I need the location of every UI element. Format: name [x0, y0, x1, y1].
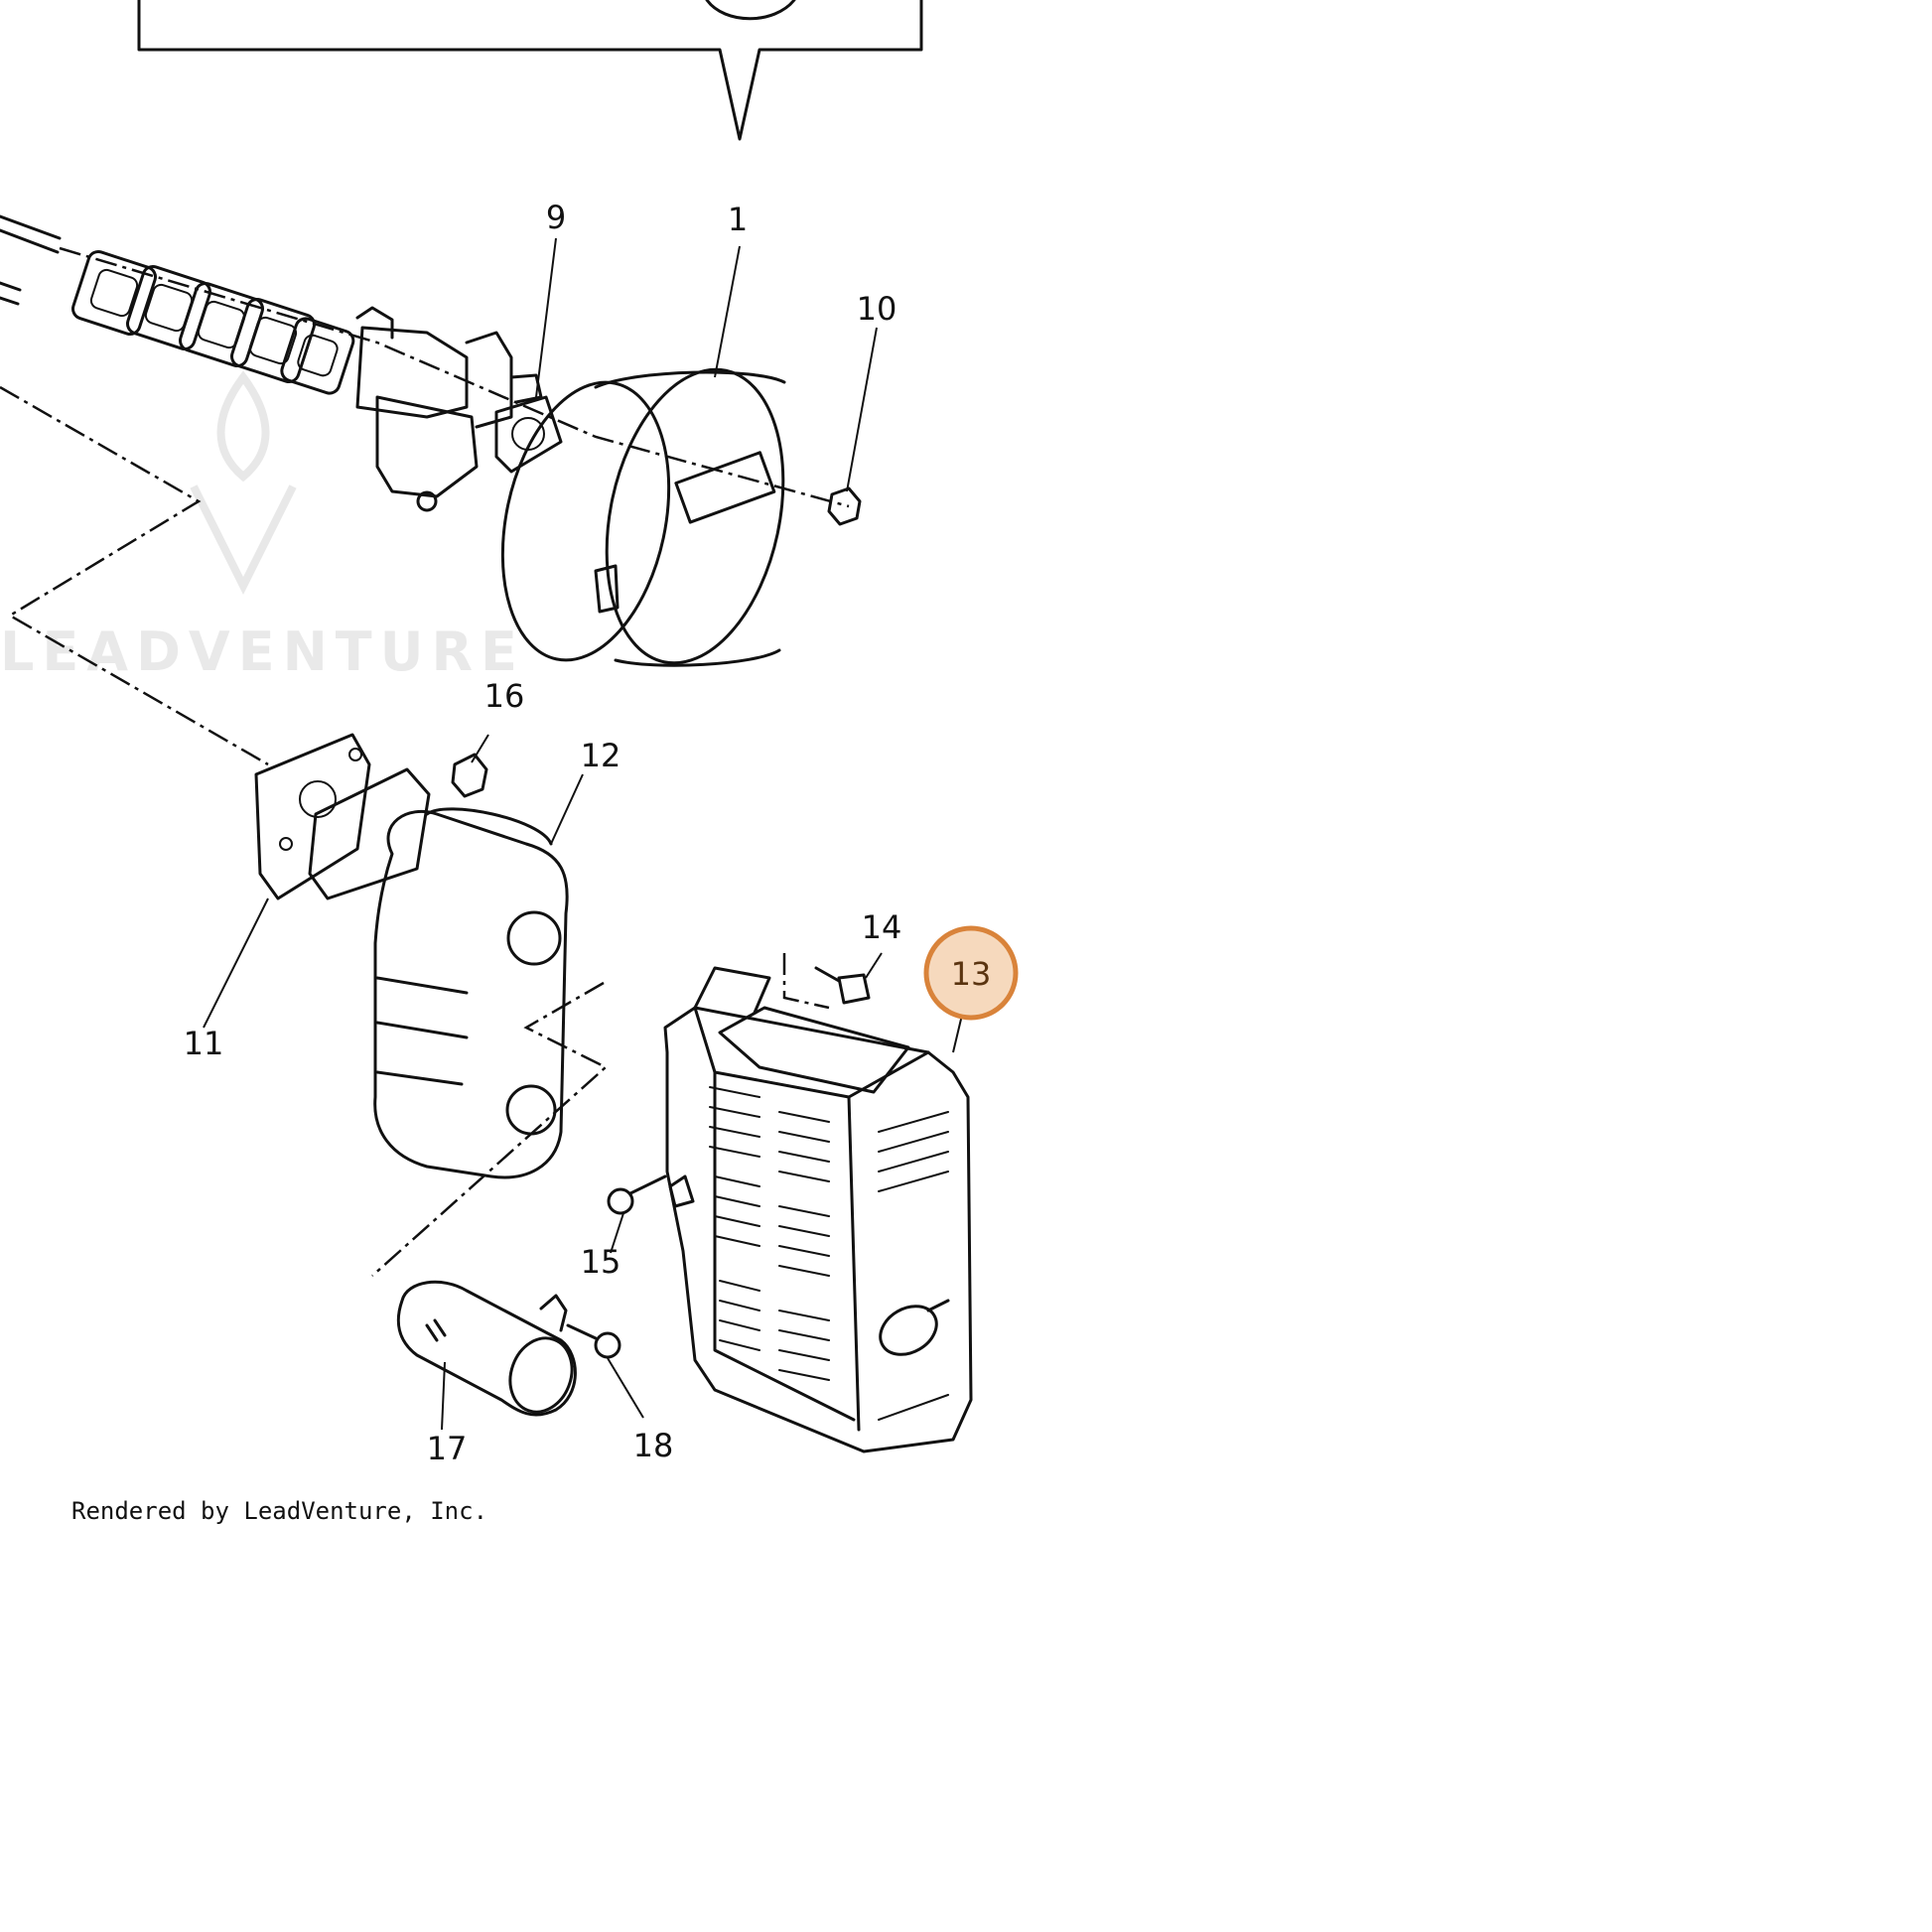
callout-12[interactable]: 12: [581, 737, 621, 774]
watermark-logo-icon: [190, 370, 297, 595]
nut-icon: [451, 753, 488, 798]
render-credit: Rendered by LeadVenture, Inc.: [71, 1497, 487, 1525]
air-cleaner-detail-box: [137, 0, 923, 141]
tail-pipe: [396, 1280, 577, 1417]
bolt-icon: [566, 1323, 621, 1359]
air-cleaner-cover: [500, 367, 786, 667]
carburetor-gaskets: [70, 249, 355, 395]
muffler: [308, 767, 569, 1179]
callout-13[interactable]: 13: [951, 955, 992, 993]
exhaust-gasket: [254, 733, 371, 900]
callout-10[interactable]: 10: [857, 290, 897, 328]
carburetor: [355, 306, 543, 512]
callout-18[interactable]: 18: [633, 1427, 674, 1464]
nut-icon: [827, 486, 862, 526]
callout-13-highlight: [923, 925, 1019, 1021]
callout-17[interactable]: 17: [427, 1430, 468, 1467]
bolt-icon: [607, 1174, 667, 1215]
watermark-text: LEADVENTURE: [0, 621, 525, 683]
callout-1[interactable]: 1: [728, 201, 748, 238]
stud: [0, 214, 62, 306]
assembly-lines: [0, 246, 850, 1277]
bolt-icon: [814, 966, 871, 1005]
callout-14[interactable]: 14: [862, 908, 902, 946]
muffler-guard: [663, 966, 973, 1453]
callout-15[interactable]: 15: [581, 1243, 621, 1281]
callout-9[interactable]: 9: [546, 199, 566, 236]
callout-16[interactable]: 16: [484, 677, 525, 715]
leader-lines: [203, 237, 964, 1431]
callout-11[interactable]: 11: [184, 1025, 224, 1062]
